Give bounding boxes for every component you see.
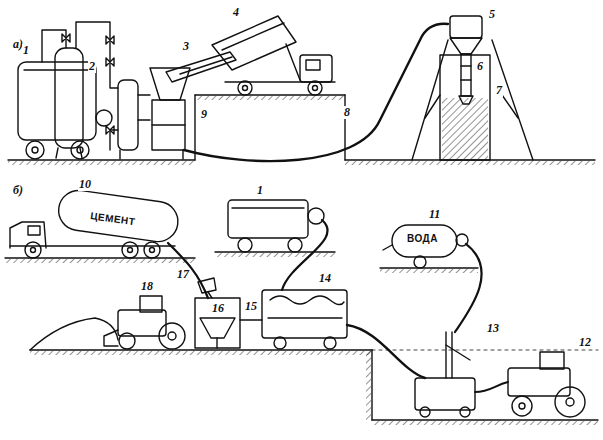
callout-number: 12: [578, 336, 592, 349]
callout-number: 18: [140, 280, 154, 293]
callout-number: 16: [211, 302, 225, 315]
callout-number: 2: [88, 60, 96, 73]
callout-number: 5: [488, 8, 496, 21]
callout-number: 10: [78, 178, 92, 191]
callout-number: 4: [232, 6, 240, 19]
tank-lettering: ВОДА: [406, 234, 439, 245]
callout-number: 11: [428, 208, 441, 221]
callout-number: 3: [182, 40, 190, 53]
callout-number: 1: [256, 184, 264, 197]
tank-lettering: ЦЕМЕНТ: [89, 211, 137, 228]
callout-number: 6: [476, 60, 484, 73]
callout-number: 7: [495, 84, 503, 97]
callout-number: 1: [22, 44, 30, 57]
callout-number: 14: [318, 272, 332, 285]
callout-number: 17: [176, 268, 190, 281]
callout-number: 13: [486, 322, 500, 335]
callout-number: 8: [343, 106, 351, 119]
part-letter: б): [12, 184, 24, 197]
callout-number: 9: [200, 108, 208, 121]
callout-number: 15: [244, 300, 258, 313]
